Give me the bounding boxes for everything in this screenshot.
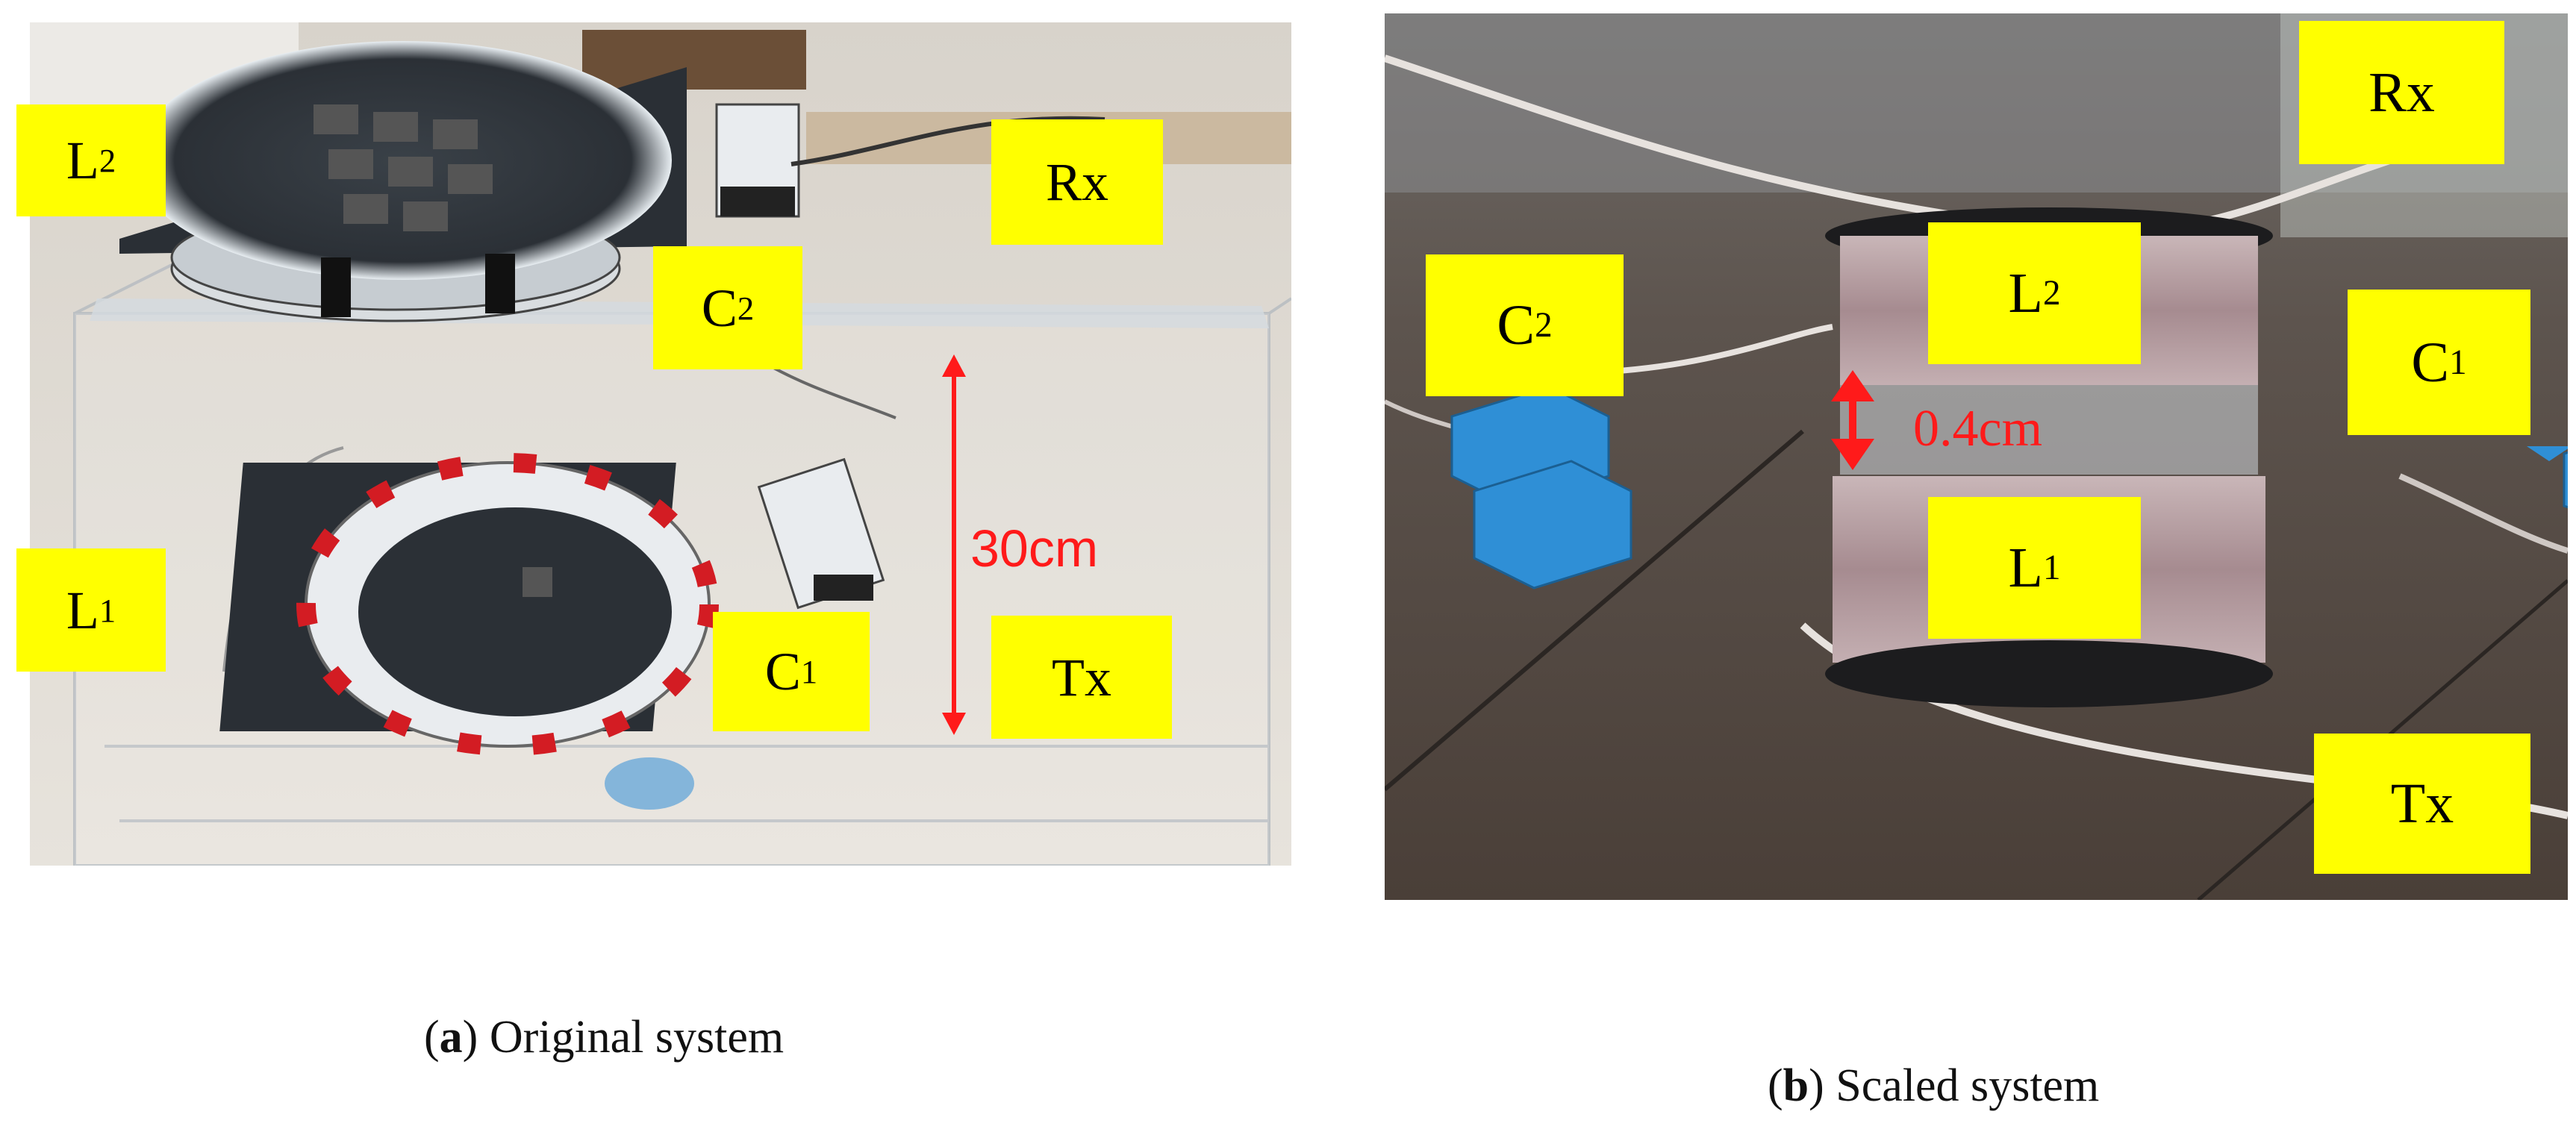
transmitter-coil-photo — [219, 453, 719, 756]
distance-label-30cm: 30cm — [970, 519, 1099, 578]
receiver-coil-photo — [119, 41, 687, 322]
distance-arrow — [942, 354, 966, 735]
label-rx: Rx — [2299, 21, 2504, 164]
label-tx: Tx — [2314, 734, 2530, 874]
caption-original-system: (a) Original system — [424, 1012, 785, 1063]
label-tx: Tx — [991, 616, 1172, 739]
capacitor-c1-photo — [2527, 446, 2568, 509]
capacitor-c2-photo — [1450, 385, 1632, 590]
label-rx: Rx — [991, 119, 1163, 245]
distance-label-0.4cm: 0.4cm — [1913, 400, 2043, 457]
caption-scaled-system: (b) Scaled system — [1768, 1060, 2100, 1111]
distance-double-arrow — [1831, 370, 1874, 470]
